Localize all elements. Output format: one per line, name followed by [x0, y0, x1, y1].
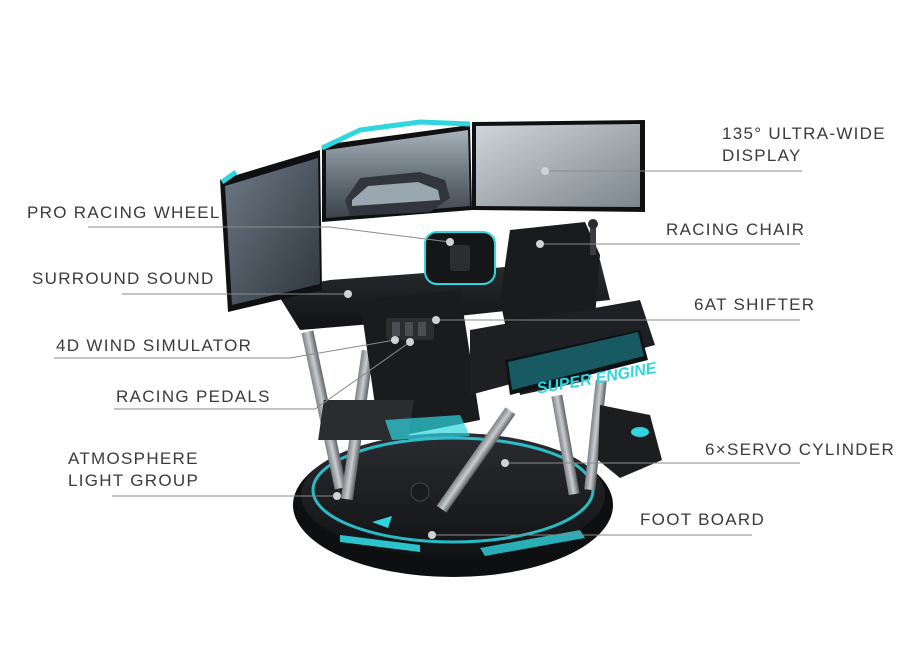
label-display-line2: DISPLAY [722, 146, 802, 165]
label-surround-sound: SURROUND SOUND [32, 269, 215, 288]
shifter [588, 219, 598, 255]
racing-chair: SUPER ENGINE [470, 222, 659, 398]
triple-display [220, 119, 645, 312]
label-display-line1: 135° ULTRA-WIDE [722, 124, 886, 143]
label-racing-pedals: RACING PEDALS [116, 387, 271, 406]
leader-lines [54, 170, 802, 536]
pedal-unit [386, 318, 434, 340]
foot-board-shape [598, 405, 662, 478]
label-foot-board: FOOT BOARD [640, 510, 766, 529]
label-servo-cylinder: 6×SERVO CYLINDER [705, 440, 896, 459]
label-atmosphere-line2: LIGHT GROUP [68, 471, 200, 490]
label-4d-wind-simulator: 4D WIND SIMULATOR [56, 336, 253, 355]
label-pro-racing-wheel: PRO RACING WHEEL [27, 203, 221, 222]
label-atmosphere-line1: ATMOSPHERE [68, 449, 199, 468]
leader-dots [333, 167, 549, 539]
label-6at-shifter: 6AT SHIFTER [694, 295, 816, 314]
label-racing-chair: RACING CHAIR [666, 220, 806, 239]
steering-wheel [424, 231, 496, 285]
